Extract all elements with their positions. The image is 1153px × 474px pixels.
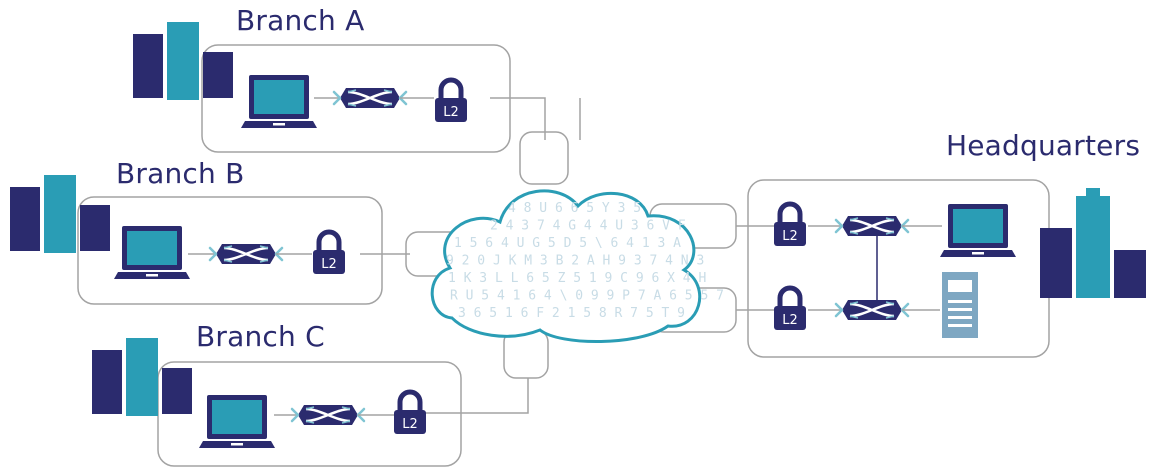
hq-switch-2-icon: [834, 298, 910, 322]
branch-b-buildings-icon: [10, 175, 110, 253]
branch-a-buildings-icon: [133, 22, 233, 100]
headquarters-label: Headquarters: [946, 129, 1141, 162]
branch-b-label: Branch B: [116, 157, 245, 190]
hq-buildings-icon: [1040, 188, 1146, 298]
hq-lock-1-icon: [774, 204, 806, 246]
hq-lock-2-icon: [774, 288, 806, 330]
branch-b-container: [77, 196, 383, 305]
cloud-text-row: 2 4 3 7 4 G 4 4 U 3 6 V F: [490, 219, 686, 234]
hq-switch-1-icon: [834, 214, 910, 238]
tunnel-branch-a: [519, 131, 569, 185]
branch-c-lock-icon: [394, 392, 426, 434]
cloud: 4 8 U 6 6 5 Y 3 5 2 4 3 7 4 G 4 4 U 3 6 V…: [430, 189, 724, 343]
cloud-text-row: R U 5 4 1 6 4 \ 0 9 9 P 7 A 6 5 5 7: [450, 289, 724, 304]
branch-a-laptop-icon: [241, 75, 317, 128]
hq-server-icon: [942, 272, 978, 338]
hq-laptop-icon: [940, 204, 1016, 257]
cloud-text-row: 4 8 U 6 6 5 Y 3 5: [508, 201, 641, 216]
branch-c-laptop-icon: [199, 395, 275, 448]
cloud-character-noise: 4 8 U 6 6 5 Y 3 5 2 4 3 7 4 G 4 4 U 3 6 V…: [446, 201, 724, 321]
branch-b-laptop-icon: [114, 226, 190, 279]
cloud-shape: [430, 189, 702, 343]
cloud-text-row: 1 5 6 4 U G 5 D 5 \ 6 4 1 3 A: [454, 236, 681, 251]
branch-a-lock-icon: [435, 80, 467, 122]
branch-a-switch-icon: [332, 86, 408, 110]
branch-a-label: Branch A: [236, 4, 365, 37]
branch-c-label: Branch C: [196, 320, 325, 353]
branch-c-buildings-icon: [92, 338, 192, 416]
branch-b-switch-icon: [208, 242, 284, 266]
cloud-text-row: 3 6 5 1 6 F 2 1 5 8 R 7 5 T 9: [458, 306, 685, 321]
branch-c-switch-icon: [290, 403, 366, 427]
cloud-text-row: 9 2 0 J K M 3 B 2 A H 9 3 7 4 N 3: [446, 254, 704, 269]
cloud-text-row: 1 K 3 L L 6 5 Z 5 1 9 C 9 6 X 4 H: [448, 271, 706, 286]
branch-b-lock-icon: [313, 232, 345, 274]
